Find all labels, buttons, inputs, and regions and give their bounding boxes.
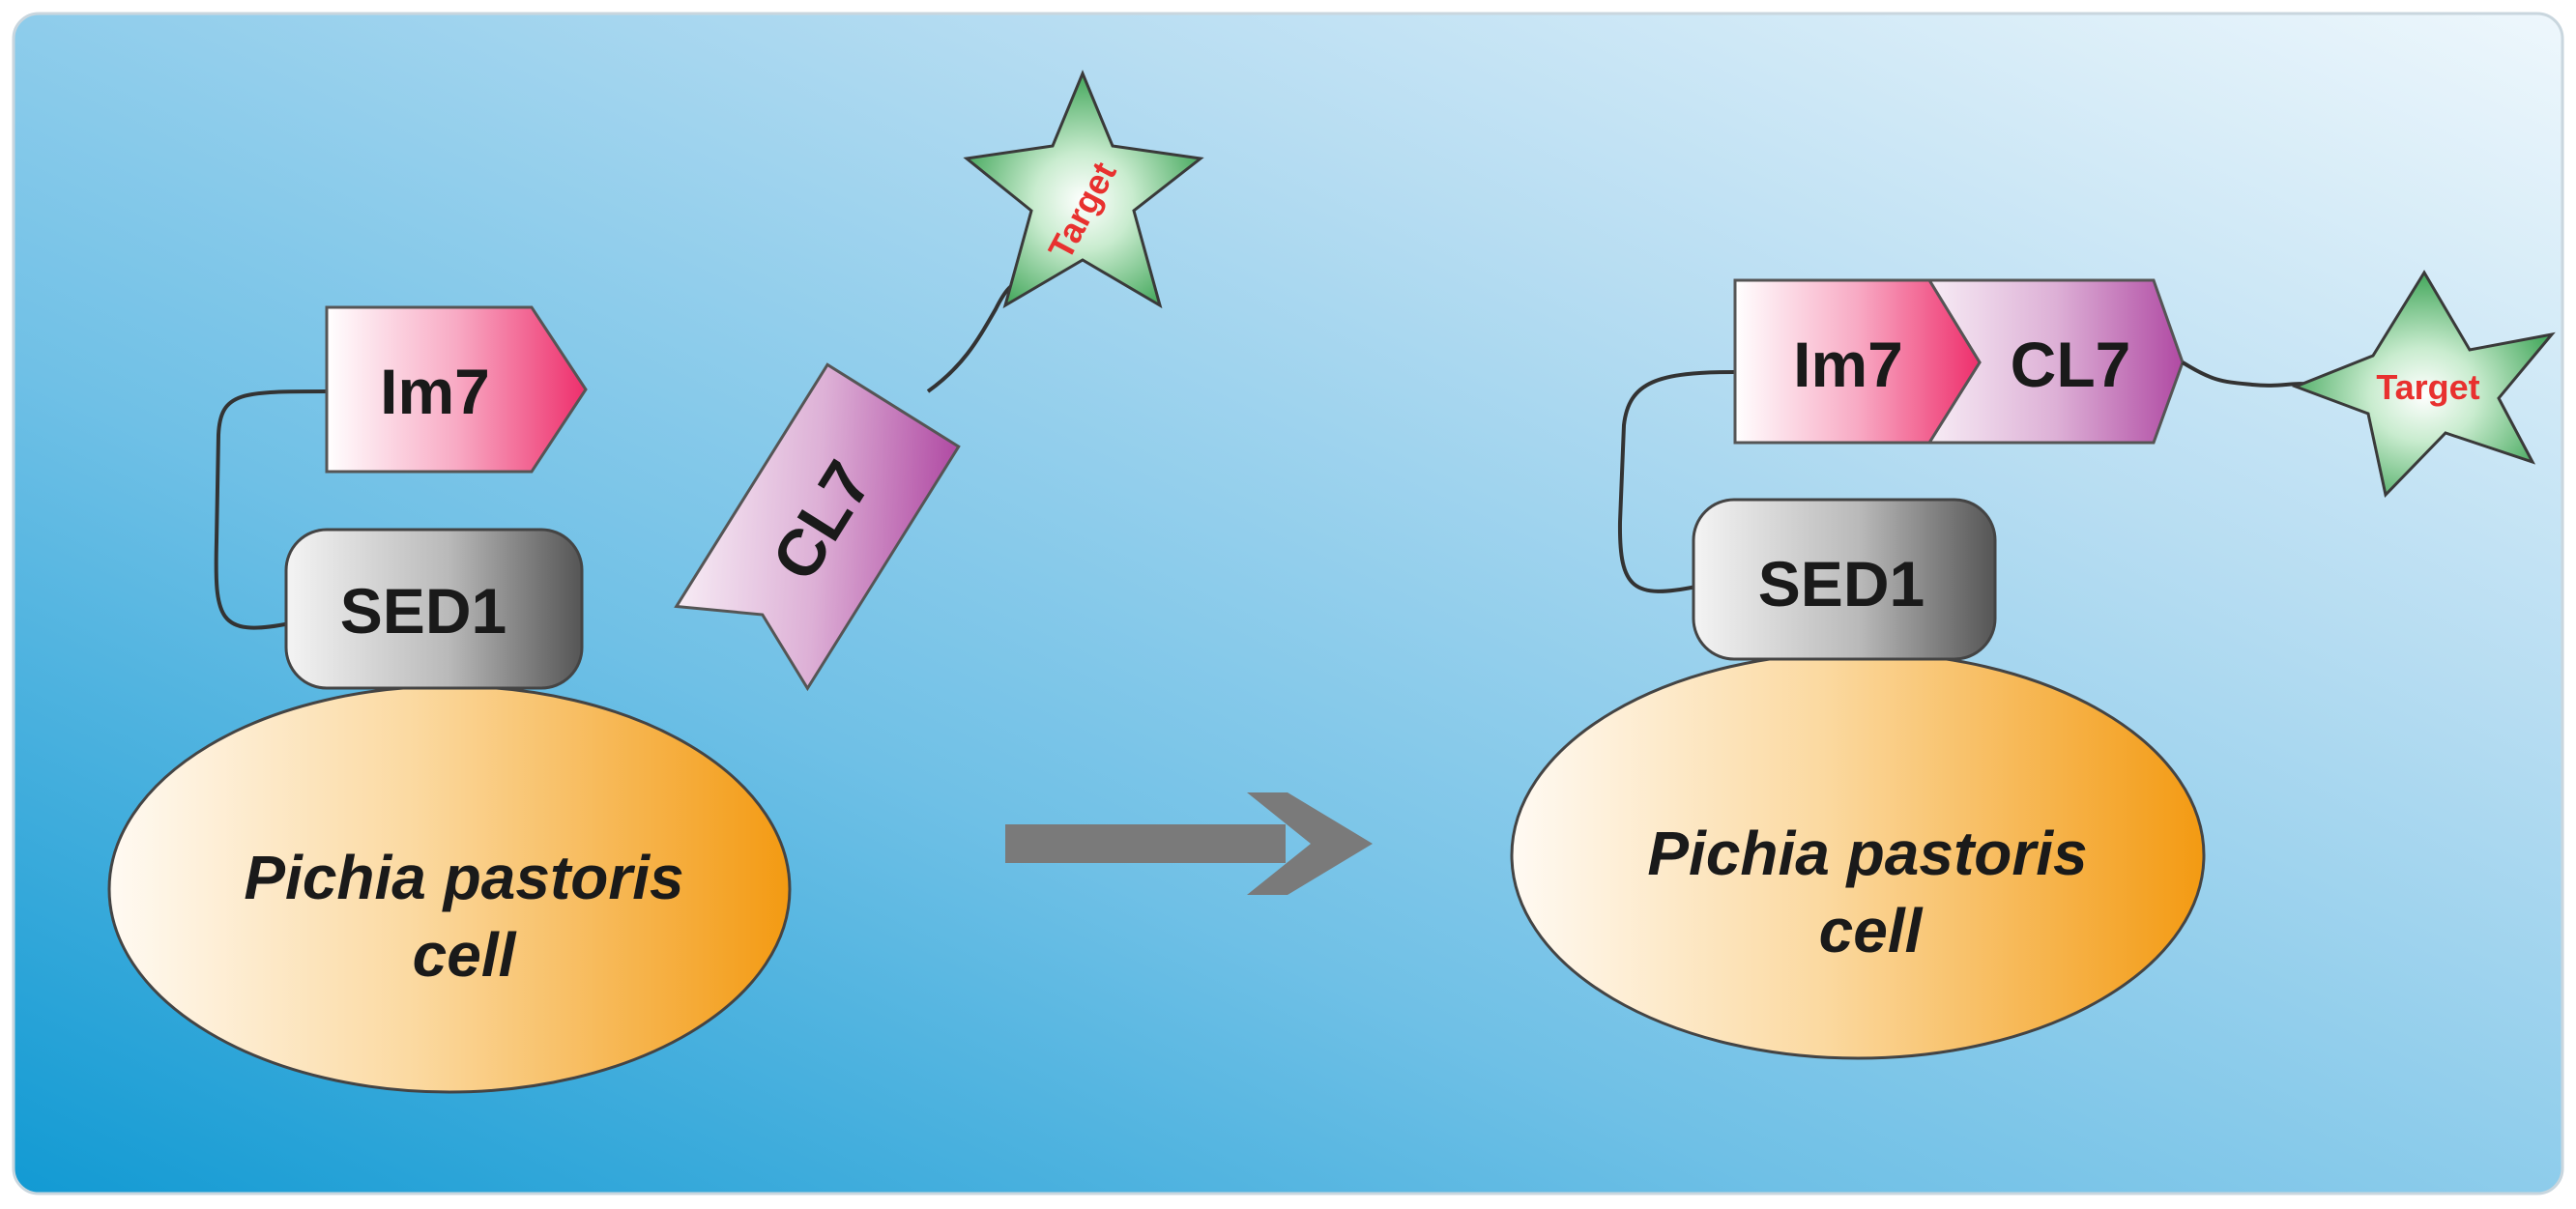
left-target-star xyxy=(963,70,1204,309)
right-assembly: Pichia pastoris cell SED1 CL7 Im7 Target xyxy=(1510,270,2556,1060)
right-cl7-label: CL7 xyxy=(2011,329,2131,400)
right-im7-tag xyxy=(1733,278,1982,445)
right-cell-label-line1: Pichia pastoris xyxy=(1647,819,2087,888)
right-target-linker xyxy=(2181,360,2316,388)
left-cl7-group: CL7 xyxy=(674,362,961,692)
reaction-arrow xyxy=(1005,792,1373,895)
right-sed1-label: SED1 xyxy=(1758,548,1925,619)
left-im7-label: Im7 xyxy=(380,356,490,427)
right-cell-label-line2: cell xyxy=(1819,896,1924,965)
left-linker xyxy=(214,389,330,630)
left-cell-label-line2: cell xyxy=(413,920,517,990)
left-sed1-label: SED1 xyxy=(340,575,507,647)
right-target-star xyxy=(2291,270,2556,499)
left-cell-label-line1: Pichia pastoris xyxy=(244,843,683,912)
right-linker xyxy=(1617,370,1736,593)
left-cl7-tag xyxy=(674,362,961,692)
left-sed1-box xyxy=(284,528,584,690)
right-sed1-box xyxy=(1692,498,1997,661)
right-im7-label: Im7 xyxy=(1793,329,1903,400)
right-target-label: Target xyxy=(2376,367,2479,407)
left-assembly: Pichia pastoris cell SED1 Im7 CL7 Target xyxy=(107,70,1204,1094)
left-im7-tag xyxy=(325,305,588,474)
